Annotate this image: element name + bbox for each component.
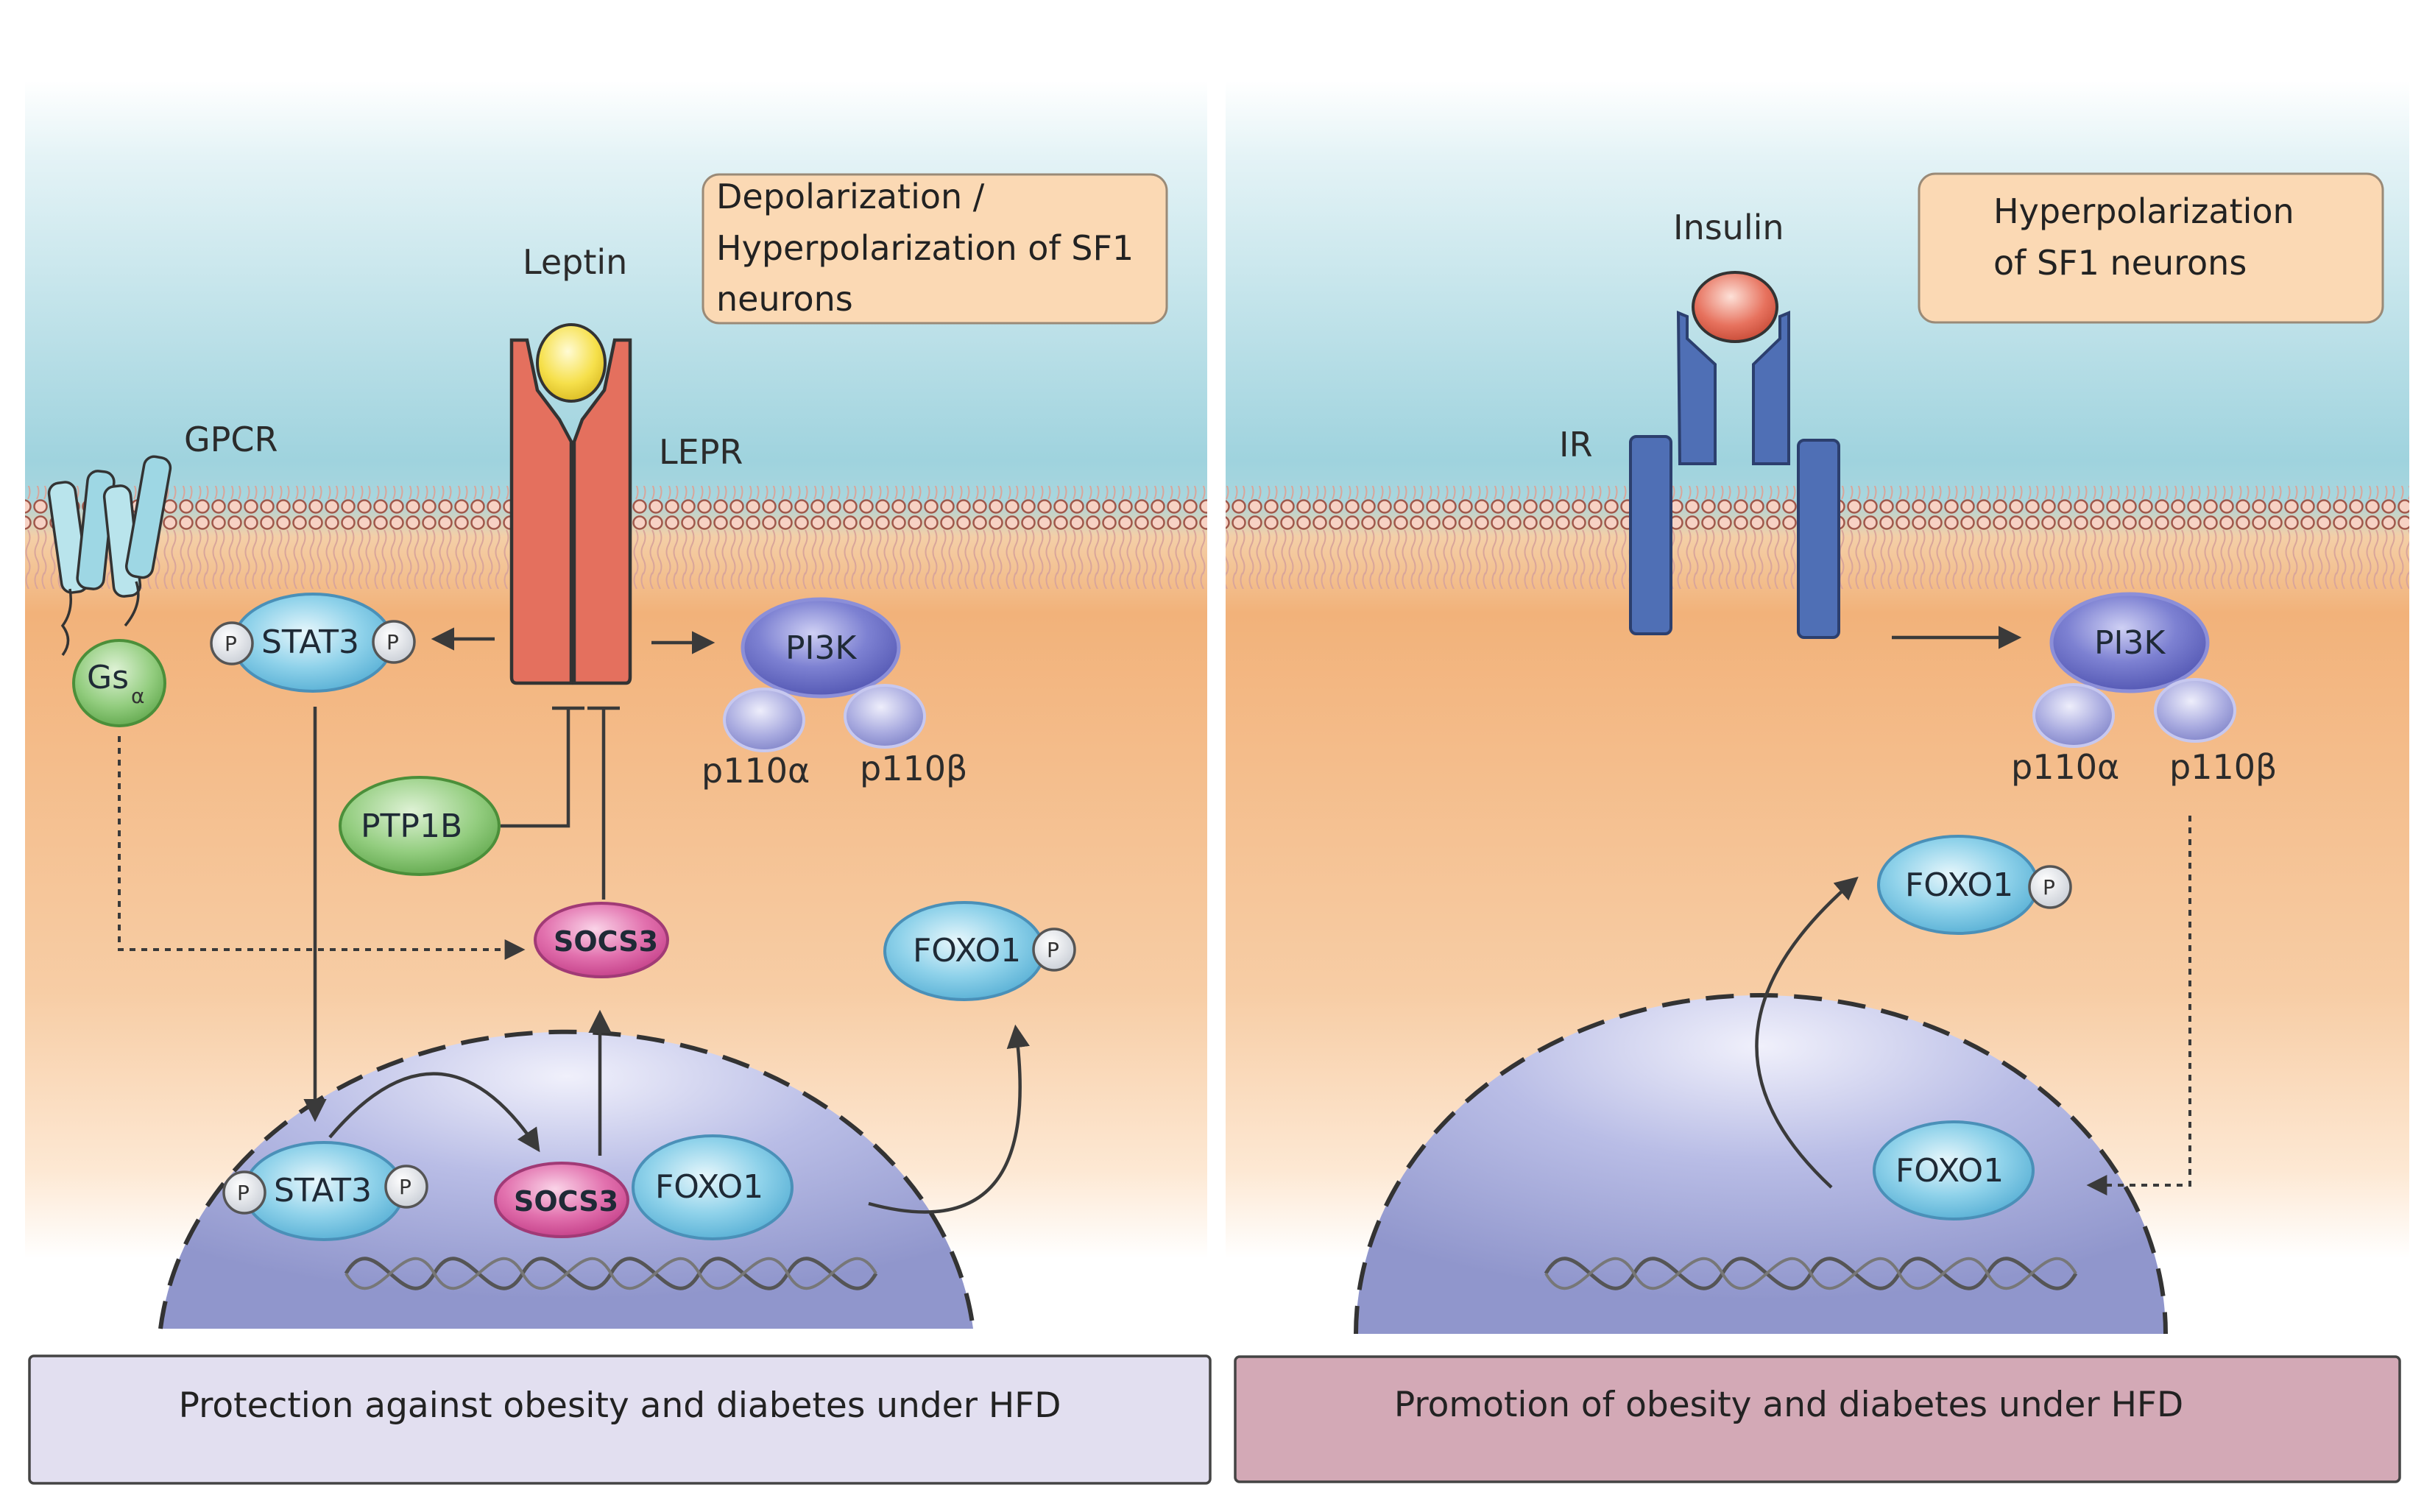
foxo1-nucleus-node-left (632, 1134, 794, 1240)
p110a-node-left (723, 688, 805, 752)
foxo1-cytoplasm-label-right: FOXO1 (1905, 866, 2013, 904)
lepr-receptor-right-chain (572, 338, 632, 685)
stat3-cytoplasm-label: STAT3 (261, 623, 359, 661)
stat3-cytoplasm-phospho-right-label: P (386, 630, 399, 654)
arrow-pi3k-to-foxo1-nucleus (2086, 816, 2191, 1195)
stat3-cytoplasm-phospho-left-label: P (225, 632, 237, 656)
right-effect-line-2: of SF1 neurons (1993, 243, 2247, 283)
insulin-receptor (1629, 310, 1840, 639)
arrow-stat3-to-socs3-nucleus (328, 1072, 540, 1153)
socs3-cytoplasm-label: SOCS3 (554, 925, 658, 958)
socs3-cytoplasm-node (534, 902, 669, 978)
p110b-label-left: p110β (860, 749, 967, 788)
foxo1-cytoplasm-phospho-right (2028, 865, 2072, 909)
insulin-label: Insulin (1673, 208, 1784, 247)
socs3-nucleus-node (494, 1162, 629, 1238)
leptin-ligand (536, 323, 607, 403)
right-footer-box (1234, 1355, 2401, 1483)
p110a-label-left: p110α (702, 751, 810, 791)
stat3-cytoplasm-phospho-left (210, 621, 254, 665)
left-footer-box (28, 1354, 1212, 1485)
left-nuclear-envelope (158, 1029, 975, 1329)
gpcr-receptor (47, 455, 172, 657)
inhibition-ptp1b-lepr (501, 708, 570, 828)
left-effect-line-3: neurons (716, 279, 853, 319)
arrow-gs-to-socs3 (118, 736, 526, 960)
pi3k-node-left (741, 597, 901, 699)
ir-label: IR (1559, 425, 1593, 464)
p110b-label-right: p110β (2169, 747, 2277, 787)
p110b-node-left (844, 684, 926, 749)
right-nuclear-envelope (1354, 993, 2168, 1335)
right-effect-box (1918, 172, 2384, 324)
lepr-label: LEPR (659, 432, 743, 472)
arrow-foxo1-export-right (1755, 876, 1859, 1189)
gs-subscript: α (131, 684, 144, 708)
left-effect-box (702, 173, 1168, 325)
stat3-cytoplasm-phospho-right (372, 620, 416, 664)
foxo1-cytoplasm-label-left: FOXO1 (913, 932, 1021, 969)
right-nucleus (1356, 995, 2166, 1334)
right-panel: Insulin IR Hyperpolarization of SF1 neur… (1226, 81, 2409, 1483)
foxo1-cytoplasm-phospho-right-label: P (2043, 875, 2055, 900)
stat3-nucleus-phospho-left (222, 1170, 266, 1215)
gs-label: Gs (87, 659, 129, 696)
foxo1-nucleus-label-right: FOXO1 (1895, 1152, 2004, 1190)
p110a-label-right: p110α (2011, 747, 2119, 787)
pi3k-label-right: PI3K (2094, 624, 2166, 662)
left-effect-line-2: Hyperpolarization of SF1 (716, 228, 1134, 268)
right-dna-icon-strand (1544, 1257, 2077, 1290)
foxo1-cytoplasm-phospho-left (1032, 928, 1076, 972)
stat3-nucleus-phospho-right (384, 1165, 428, 1209)
gpcr-label: GPCR (184, 420, 278, 459)
arrow-foxo1-export-left (868, 1024, 1030, 1214)
p110a-node-right (2032, 683, 2115, 748)
ptp1b-node (339, 776, 501, 876)
insulin-ligand (1692, 271, 1778, 343)
pi3k-node-right (2049, 592, 2210, 693)
right-effect-line-1: Hyperpolarization (1993, 191, 2294, 231)
ptp1b-label: PTP1B (361, 808, 462, 845)
stat3-nucleus-phospho-right-label: P (399, 1175, 411, 1199)
foxo1-nucleus-label-left: FOXO1 (655, 1168, 763, 1206)
pi3k-label-left: PI3K (785, 629, 858, 667)
left-dna-icon-strand (344, 1257, 877, 1290)
foxo1-nucleus-node-right (1873, 1120, 2035, 1220)
socs3-nucleus-label: SOCS3 (514, 1185, 618, 1218)
left-footer-text: Protection against obesity and diabetes … (179, 1385, 1061, 1426)
stat3-nucleus-phospho-left-label: P (237, 1181, 250, 1205)
stat3-nucleus-label: STAT3 (274, 1172, 372, 1209)
lepr-receptor-left-chain (509, 338, 573, 685)
right-connectors (1755, 626, 2191, 1195)
p110b-node-right (2154, 678, 2236, 743)
leptin-label: Leptin (523, 242, 627, 282)
gs-alpha-node (72, 639, 166, 727)
foxo1-cytoplasm-phospho-left-label: P (1047, 938, 1059, 962)
right-footer-text: Promotion of obesity and diabetes under … (1394, 1385, 2183, 1425)
left-effect-line-1: Depolarization / (716, 177, 985, 216)
left-connectors (118, 627, 1030, 1214)
left-panel: GPCR Gs α Leptin LEPR Depolarization / H… (25, 81, 1212, 1485)
